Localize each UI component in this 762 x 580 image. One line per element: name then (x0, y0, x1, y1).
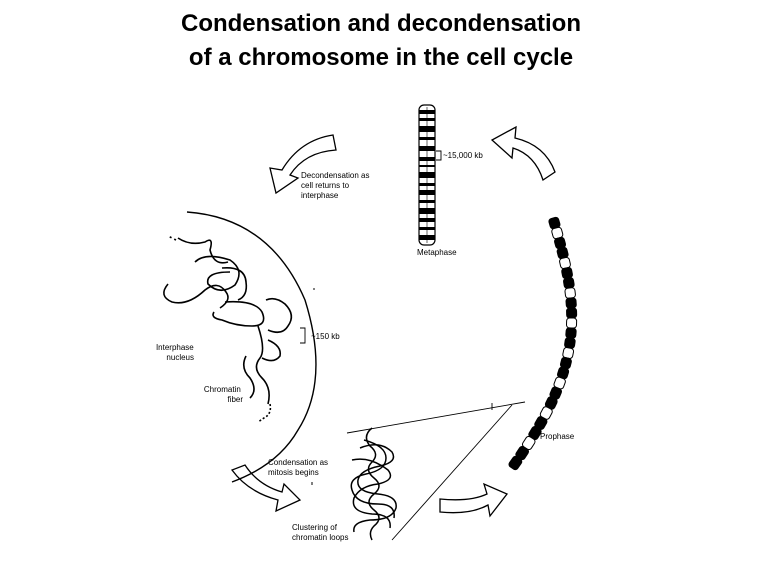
prophase-chromosome (508, 216, 578, 471)
label-chromatin-fiber: Chromatin fiber (204, 385, 243, 404)
prophase-segment (566, 307, 578, 319)
prophase-segment (508, 455, 523, 471)
label-150kb: ~150 kb (311, 332, 340, 341)
prophase-segment (563, 277, 575, 289)
metaphase-chromosome (418, 104, 436, 246)
label-clustering: Clustering of chromatin loops (292, 523, 348, 542)
prophase-segment (564, 337, 576, 349)
connector-line-upper (346, 401, 526, 434)
chromatin-loop-cluster (350, 427, 397, 541)
label-prophase: Prophase (540, 432, 575, 441)
chromatin-fiber-loops (163, 235, 293, 423)
prophase-segment (564, 287, 576, 299)
label-decondensation: Decondensation as cell returns to interp… (301, 171, 372, 200)
curved-arrow-to-metaphase (490, 125, 556, 182)
prophase-segment (565, 297, 577, 309)
interphase-nucleus-envelope (186, 211, 317, 483)
curved-arrow-to-prophase (439, 482, 509, 518)
curved-arrow-decondensation (269, 134, 337, 195)
figure-title-line-1: Condensation and decondensation (180, 10, 582, 37)
bracket-15000kb (436, 150, 442, 161)
figure-title-line-2: of a chromosome in the cell cycle (188, 44, 574, 71)
curved-arrow-condensation (230, 464, 302, 513)
label-15000kb: ~15,000 kb (443, 151, 483, 160)
prophase-segment (565, 327, 577, 339)
connector-line-lower (391, 404, 513, 541)
prophase-segment (566, 317, 578, 329)
label-metaphase: Metaphase (417, 248, 457, 257)
bracket-150kb (300, 327, 306, 344)
label-condensation: Condensation as mitosis begins (268, 458, 330, 477)
label-interphase-nucleus: Interphase nucleus (156, 343, 196, 362)
